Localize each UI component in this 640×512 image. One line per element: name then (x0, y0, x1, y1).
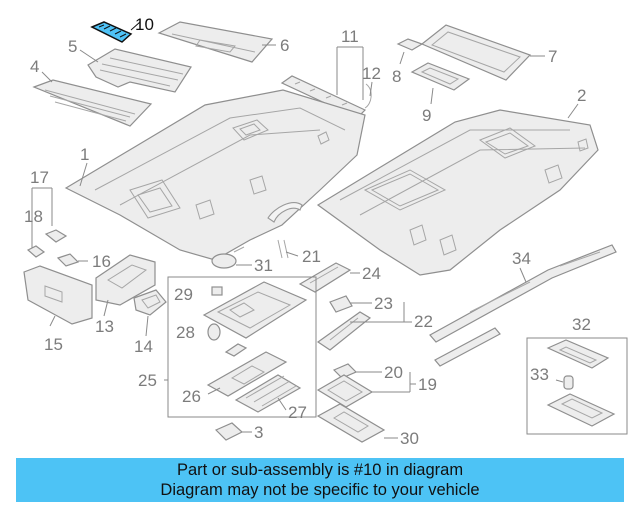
part-9-seal (410, 62, 471, 91)
part-26-cover (206, 351, 288, 397)
callout-21: 21 (302, 247, 321, 266)
callout-11: 11 (341, 27, 359, 46)
callout-31: 31 (254, 256, 273, 275)
part-14-lamp (133, 289, 167, 316)
callout-15: 15 (44, 335, 63, 354)
callout-7: 7 (548, 47, 557, 66)
callout-19: 19 (418, 375, 437, 394)
banner-line-2: Diagram may not be specific to your vehi… (160, 481, 480, 499)
callout-26: 26 (182, 387, 201, 406)
part-15-visor (23, 265, 93, 325)
leader-2 (567, 103, 579, 119)
callout-18: 18 (24, 207, 43, 226)
callout-30: 30 (400, 429, 419, 448)
banner-line-1: Part or sub-assembly is #10 in diagram (176, 461, 464, 479)
part-30-lamp (316, 403, 386, 443)
part-27-grille (234, 374, 302, 413)
part-19-lamp (316, 374, 374, 408)
part-32-cover (546, 393, 616, 427)
leader-13 (103, 299, 109, 317)
part-34-rail (429, 244, 617, 367)
part-13-bracket (95, 254, 156, 306)
callout-8: 8 (392, 67, 401, 86)
callout-25: 25 (138, 371, 157, 390)
part-10-highlighted[interactable] (90, 21, 133, 43)
leader-15 (49, 315, 56, 327)
leader-34 (519, 267, 527, 283)
leader-19 (372, 372, 416, 393)
leader-33 (555, 379, 564, 383)
part-21-handle (267, 202, 303, 259)
part-17-clip (44, 229, 68, 243)
leader-22 (350, 302, 412, 323)
callout-28: 28 (176, 323, 195, 342)
callout-20: 20 (384, 363, 403, 382)
callout-33: 33 (530, 365, 549, 384)
callout-17: 17 (30, 168, 49, 187)
callout-32: 32 (572, 315, 591, 334)
callout-14: 14 (134, 337, 153, 356)
callout-6: 6 (280, 36, 289, 55)
leader-17 (31, 187, 53, 248)
leader-10 (130, 21, 141, 31)
callout-29: 29 (174, 285, 193, 304)
part-25-console (202, 281, 308, 339)
callout-34: 34 (512, 249, 531, 268)
callout-10: 10 (135, 15, 154, 34)
part-6-pad (157, 21, 274, 63)
part-4-pad (32, 79, 153, 127)
leader-5 (79, 49, 99, 63)
leader-11 (336, 46, 364, 100)
part-23-clip (329, 295, 353, 313)
part-29-clip (211, 286, 223, 296)
callout-1: 1 (80, 145, 89, 164)
callout-16: 16 (92, 252, 111, 271)
callout-23: 23 (374, 294, 393, 313)
part-16-bracket (56, 253, 80, 267)
box-25 (167, 276, 317, 418)
part-7-frame (420, 24, 532, 81)
info-banner: Part or sub-assembly is #10 in diagram D… (16, 458, 624, 502)
part-33-button (563, 375, 574, 390)
callout-5: 5 (68, 37, 77, 56)
leader-8 (399, 51, 405, 65)
callout-2: 2 (577, 86, 586, 105)
callout-12: 12 (362, 64, 381, 83)
callout-13: 13 (95, 317, 114, 336)
leader-4 (41, 71, 53, 83)
leader-9 (430, 87, 434, 105)
leader-27 (277, 397, 287, 411)
callout-4: 4 (30, 57, 39, 76)
callout-24: 24 (362, 264, 381, 283)
part-22-bracket (316, 311, 372, 351)
callout-labels: 10 1 2 3 4 5 6 7 8 9 11 12 13 14 15 16 1… (24, 15, 591, 448)
callout-3: 3 (254, 423, 263, 442)
part-28-button (207, 323, 221, 341)
callout-27: 27 (288, 403, 307, 422)
part-24-bracket (298, 262, 352, 293)
callout-22: 22 (414, 312, 433, 331)
part-3-clip (214, 422, 244, 441)
box-32 (526, 337, 628, 435)
part-18-clip (26, 245, 46, 258)
leader-21 (285, 251, 299, 257)
part-25-lens (224, 343, 248, 357)
leader-12 (369, 81, 373, 97)
leader-1 (79, 162, 88, 187)
leader-26 (207, 387, 221, 395)
part-31-lamp (211, 246, 245, 269)
part-32-console (546, 339, 610, 369)
callout-9: 9 (422, 106, 431, 125)
part-2-headliner (316, 109, 599, 276)
part-8-clip (396, 38, 424, 51)
part-5-pad (87, 48, 192, 93)
leader-14 (145, 315, 149, 337)
